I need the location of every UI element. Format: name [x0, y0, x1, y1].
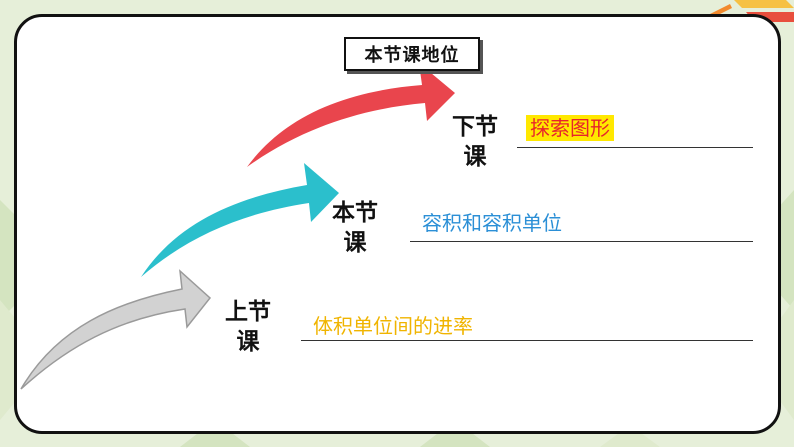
section-title: 本节课地位: [344, 37, 480, 71]
progression-arrows: [20, 63, 455, 390]
next-lesson-arrow: [247, 63, 455, 167]
current-lesson-arrow: [141, 163, 339, 277]
previous-lesson-topic: 体积单位间的进率: [313, 314, 473, 338]
current-lesson-label: 本节课: [332, 200, 378, 256]
next-lesson-topic: 探索图形: [526, 115, 614, 141]
previous-lesson-arrow: [20, 269, 212, 390]
previous-lesson-label: 上节课: [225, 299, 271, 355]
current-lesson-underline: [410, 241, 753, 242]
previous-lesson-underline: [301, 340, 753, 341]
next-lesson-label: 下节课: [452, 114, 498, 170]
next-lesson-underline: [517, 147, 753, 148]
content-card: 本节课地位 下节课 探索图形 本节课 容积和容积单位 上节课 体积单位间的进率: [14, 14, 781, 434]
current-lesson-topic: 容积和容积单位: [422, 211, 562, 235]
